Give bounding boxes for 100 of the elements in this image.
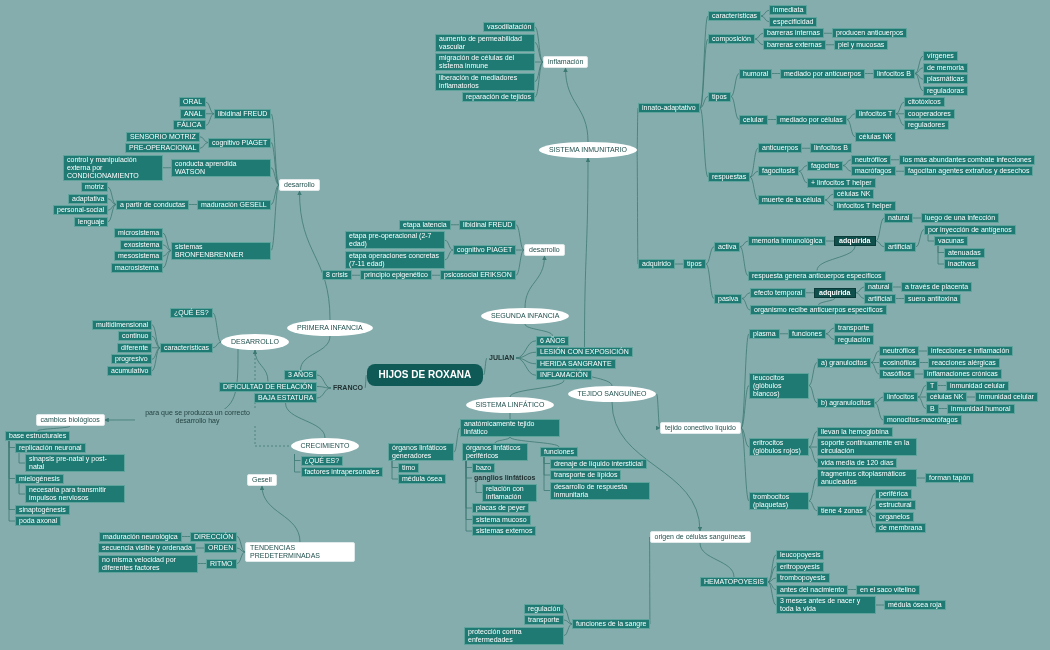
- connector-line: [740, 333, 750, 429]
- connector-line: [937, 385, 947, 386]
- connector-line: [465, 460, 473, 532]
- connector-line: [285, 402, 326, 439]
- connector-line: [509, 379, 565, 398]
- connector-line: [870, 350, 880, 363]
- connector-line: [767, 566, 777, 583]
- connector-line: [151, 347, 161, 360]
- connector-line: [270, 184, 280, 251]
- connector-line: [864, 73, 874, 74]
- connector-line: [816, 245, 856, 271]
- connector-line: [563, 608, 573, 625]
- connector-line: [895, 170, 905, 172]
- connector-line: [515, 351, 537, 359]
- connector-line: [914, 73, 924, 80]
- connector-line: [818, 297, 836, 306]
- connector-line: [749, 176, 759, 201]
- connector-line: [771, 73, 781, 74]
- connector-line: [798, 165, 808, 172]
- connector-line: [563, 619, 573, 625]
- connector-line: [151, 347, 161, 372]
- connector-line: [823, 32, 833, 34]
- connector-line: [294, 453, 301, 473]
- connector-line: [779, 333, 789, 335]
- connector-line: [866, 510, 876, 529]
- connector-line: [875, 240, 885, 248]
- connector-line: [754, 32, 764, 40]
- connector-line: [37, 425, 71, 432]
- connector-line: [212, 312, 222, 343]
- connector-line: [534, 61, 544, 98]
- connector-line: [917, 396, 927, 409]
- connector-line: [749, 147, 759, 178]
- connector-line: [391, 460, 399, 480]
- connector-line: [855, 286, 865, 294]
- connector-line: [236, 536, 246, 553]
- connector-line: [181, 536, 191, 537]
- connector-line: [846, 113, 856, 120]
- connector-line: [895, 113, 905, 115]
- connector-line: [740, 385, 750, 429]
- connector-line: [300, 335, 331, 371]
- connector-line: [107, 204, 117, 211]
- connector-line: [705, 246, 715, 265]
- connector-line: [895, 298, 905, 299]
- connector-line: [636, 107, 639, 151]
- connector-line: [236, 551, 246, 564]
- connector-line: [316, 387, 332, 399]
- connector-line: [895, 113, 905, 126]
- connector-line: [739, 246, 749, 276]
- connector-line: [475, 481, 483, 493]
- connector-line: [919, 362, 929, 363]
- connector-line: [808, 362, 818, 386]
- connector-line: [870, 362, 880, 363]
- connector-line: [801, 147, 811, 149]
- connector-line: [866, 493, 876, 512]
- connector-line: [740, 427, 750, 502]
- connector-line: [730, 73, 740, 97]
- connector-line: [151, 324, 161, 349]
- connector-line: [767, 577, 777, 583]
- connector-line: [515, 249, 525, 276]
- connector-line: [767, 581, 777, 606]
- connector-line: [842, 165, 852, 172]
- connector-line: [824, 199, 834, 207]
- connector-line: [767, 554, 777, 583]
- connector-line: [874, 402, 884, 421]
- connector-line: [270, 167, 280, 186]
- connector-line: [205, 113, 215, 115]
- connector-line: [749, 170, 759, 178]
- connector-line: [741, 292, 751, 299]
- connector-line: [767, 119, 777, 120]
- connector-line: [866, 504, 876, 512]
- connector-line: [760, 9, 770, 17]
- connector-line: [824, 193, 834, 201]
- connector-line: [236, 547, 246, 553]
- connector-line: [205, 113, 215, 126]
- connector-line: [444, 239, 454, 251]
- connector-line: [895, 101, 905, 115]
- connector-line: [534, 61, 544, 82]
- connector-line: [705, 263, 715, 299]
- connector-line: [927, 234, 935, 242]
- connector-line: [509, 436, 560, 448]
- connector-line: [543, 456, 551, 491]
- connector-line: [730, 96, 740, 120]
- connector-line: [563, 623, 573, 636]
- connector-line: [199, 142, 209, 149]
- connector-line: [494, 436, 511, 444]
- connector-line: [199, 136, 209, 143]
- connector-line: [760, 15, 770, 23]
- connector-line: [798, 170, 808, 184]
- connector-line: [805, 292, 815, 294]
- connector-line: [915, 229, 925, 248]
- connector-line: [699, 542, 735, 578]
- connector-line: [890, 159, 900, 161]
- connector-line: [188, 204, 198, 205]
- connector-line: [808, 385, 818, 404]
- connector-line: [444, 249, 454, 261]
- connector-line: [151, 347, 161, 349]
- connector-line: [162, 167, 172, 169]
- connector-line: [205, 101, 215, 115]
- connector-line: [808, 477, 818, 502]
- connector-line: [270, 184, 280, 205]
